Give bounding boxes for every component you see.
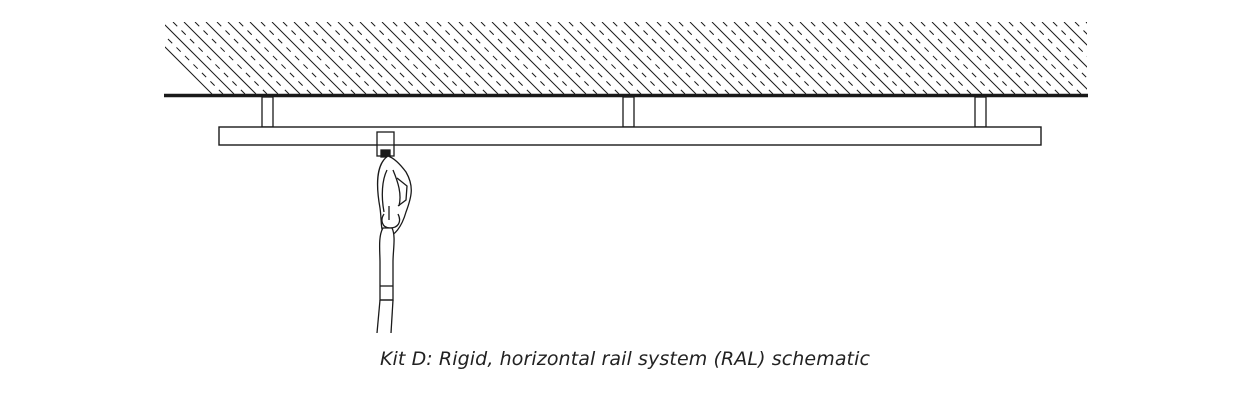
rigid-rail — [218, 126, 1042, 146]
rail-brackets — [261, 96, 987, 128]
bracket-left — [261, 96, 274, 128]
ceiling-hatch — [165, 22, 1087, 94]
bracket-middle — [622, 96, 635, 128]
lanyard — [376, 227, 395, 334]
diagram-caption: Kit D: Rigid, horizontal rail system (RA… — [379, 348, 871, 370]
rail-trolley — [376, 131, 395, 158]
rail-system-diagram — [164, 22, 1088, 334]
bracket-right — [974, 96, 987, 128]
snap-hook — [376, 155, 412, 237]
